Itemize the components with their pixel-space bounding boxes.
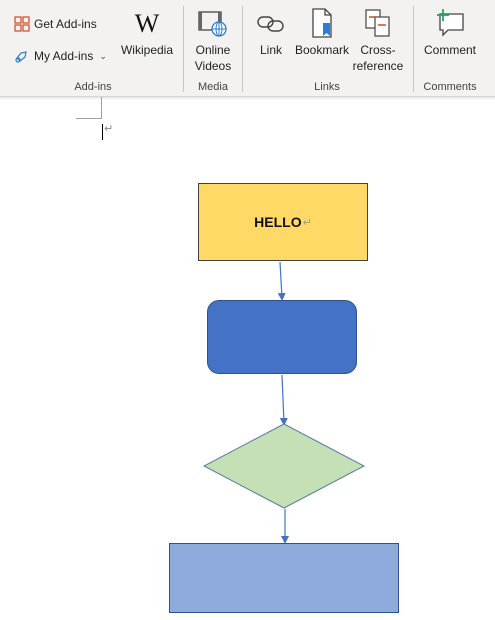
paragraph-mark: ↵ (302, 216, 312, 229)
ribbon-shadow (0, 97, 495, 100)
links-group-label: Links (314, 81, 340, 93)
get-addins-icon (14, 16, 30, 32)
my-addins-icon (14, 48, 30, 64)
margin-marker-vertical (101, 97, 102, 119)
svg-text:W: W (135, 9, 160, 38)
diamond-shape[interactable] (202, 423, 366, 509)
flowchart-rounded-rectangle[interactable] (207, 300, 357, 374)
cross-reference-label-line2: reference (352, 59, 404, 73)
cross-reference-icon (363, 6, 393, 40)
chevron-down-icon[interactable]: ⌄ (99, 50, 107, 61)
get-addins-label: Get Add-ins (34, 17, 97, 31)
comment-icon (434, 6, 466, 40)
bookmark-label: Bookmark (294, 43, 350, 57)
online-videos-button[interactable]: Online Videos (190, 6, 236, 74)
margin-marker-horizontal (76, 118, 102, 119)
link-label: Link (259, 43, 282, 57)
paragraph-mark: ↵ (104, 123, 114, 135)
text-cursor (102, 124, 103, 140)
comment-label: Comment (423, 43, 476, 57)
my-addins-button[interactable]: My Add-ins ⌄ (14, 45, 107, 67)
group-separator (242, 6, 243, 92)
online-videos-label-line2: Videos (194, 59, 232, 73)
online-videos-icon (197, 6, 229, 40)
media-group-label: Media (198, 81, 228, 93)
cross-reference-label-line1: Cross- (360, 43, 396, 57)
ribbon: Get Add-ins My Add-ins ⌄ W Wikipedia Add… (0, 0, 495, 97)
flowchart-box-hello[interactable]: HELLO↵ (198, 183, 368, 261)
group-separator (183, 6, 184, 92)
cross-reference-button[interactable]: Cross- reference (352, 6, 404, 74)
get-addins-button[interactable]: Get Add-ins (14, 13, 97, 35)
flowchart-box-hello-text[interactable]: HELLO (254, 214, 302, 230)
wikipedia-button[interactable]: W Wikipedia (121, 6, 173, 58)
group-separator (413, 6, 414, 92)
wikipedia-label: Wikipedia (120, 43, 174, 57)
link-button[interactable]: Link (253, 6, 289, 58)
bookmark-icon (308, 6, 336, 40)
comment-button[interactable]: Comment (421, 6, 479, 58)
connector-arrow[interactable] (277, 261, 286, 301)
connector-arrow[interactable] (279, 374, 288, 426)
flowchart-rectangle-bottom[interactable] (169, 543, 399, 613)
my-addins-label: My Add-ins (34, 49, 94, 63)
wikipedia-icon: W (132, 6, 162, 40)
link-icon (255, 6, 287, 40)
addins-group-label: Add-ins (74, 81, 112, 93)
bookmark-button[interactable]: Bookmark (293, 6, 351, 58)
comments-group-label: Comments (423, 81, 477, 93)
online-videos-label-line1: Online (195, 43, 231, 57)
